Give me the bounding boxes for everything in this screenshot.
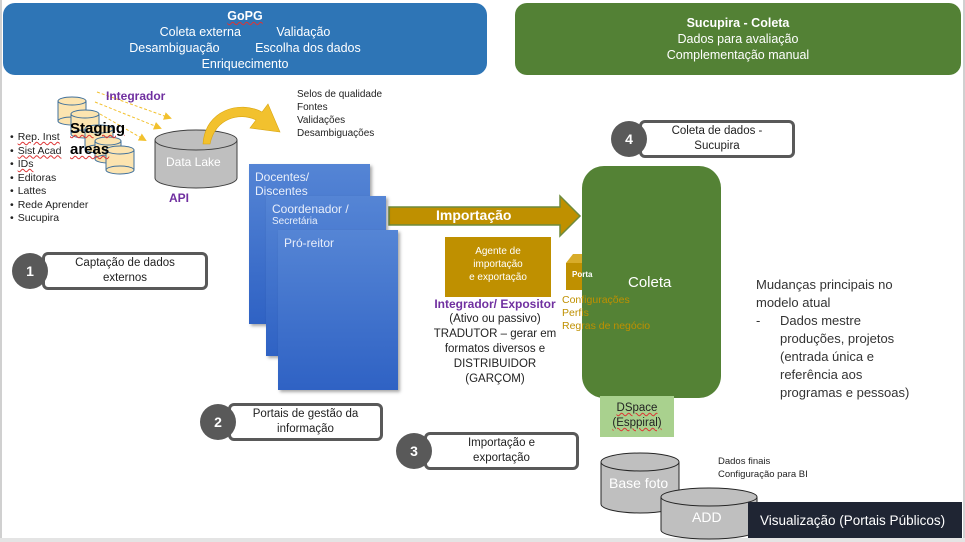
gopg-item: Validação bbox=[276, 25, 331, 39]
source-item: Rep. Inst bbox=[10, 131, 88, 145]
source-item: Lattes bbox=[10, 185, 88, 199]
gopg-item: Desambiguação bbox=[129, 41, 220, 55]
source-item: Editoras bbox=[10, 172, 88, 186]
step-number-badge: 3 bbox=[396, 433, 432, 469]
quality-list: Selos de qualidade Fontes Validações Des… bbox=[297, 88, 382, 140]
step-number-badge: 2 bbox=[200, 404, 236, 440]
final-data-notes: Dados finais Configuração para BI bbox=[718, 456, 808, 480]
gopg-row-1: Coleta externa Validação bbox=[3, 24, 487, 40]
sucupira-title: Sucupira - Coleta bbox=[686, 16, 790, 30]
staging-areas-label: Staging areas bbox=[70, 120, 125, 158]
data-lake-label: Data Lake bbox=[166, 155, 221, 169]
staging-cylinders bbox=[57, 96, 135, 175]
base-foto-cylinder-icon bbox=[600, 452, 680, 514]
add-label: ADD bbox=[692, 509, 722, 525]
porta-label: Porta bbox=[572, 270, 593, 279]
sucupira-line: Dados para avaliação bbox=[677, 32, 799, 46]
quality-item: Selos de qualidade bbox=[297, 89, 383, 100]
agent-box: Agente de importação e exportação bbox=[445, 237, 551, 297]
integrador-label: Integrador bbox=[106, 89, 166, 103]
api-label: API bbox=[169, 191, 190, 205]
step-number-badge: 1 bbox=[12, 253, 48, 289]
staging-cylinder-icon bbox=[105, 145, 135, 175]
data-lake-icon bbox=[154, 129, 238, 189]
add-cylinder-icon bbox=[660, 487, 758, 540]
agent-description: Integrador/ Expositor (Ativo ou passivo)… bbox=[425, 297, 565, 387]
curved-arrow-icon bbox=[202, 103, 281, 145]
gopg-item: Enriquecimento bbox=[201, 57, 289, 71]
quality-item: Fontes bbox=[297, 102, 328, 113]
gopg-row-2: Desambiguação Escolha dos dados bbox=[3, 40, 487, 56]
portal-card-pro-reitor[interactable]: Pró-reitor bbox=[278, 230, 398, 390]
frame-right-border bbox=[963, 0, 965, 542]
sucupira-line: Complementação manual bbox=[666, 48, 810, 62]
gopg-item: Escolha dos dados bbox=[255, 41, 361, 55]
importacao-label: Importação bbox=[436, 207, 512, 223]
base-foto-label: Base foto bbox=[609, 475, 669, 491]
integrador-arrows bbox=[94, 91, 172, 142]
changes-notes: Mudanças principais no modelo atual - Da… bbox=[756, 277, 910, 400]
source-item: Sucupira bbox=[10, 212, 88, 226]
step-number-badge: 4 bbox=[611, 121, 647, 157]
dspace-box: DSpace (Esppiral) bbox=[600, 396, 674, 437]
source-item: IDs bbox=[10, 158, 88, 172]
visualization-bar[interactable]: Visualização (Portais Públicos) bbox=[748, 502, 962, 538]
agent-role: Integrador/ Expositor bbox=[434, 297, 556, 311]
source-item: Rede Aprender bbox=[10, 199, 89, 213]
coleta-box[interactable] bbox=[582, 166, 721, 398]
frame-left-border bbox=[0, 0, 2, 542]
coleta-label: Coleta bbox=[628, 274, 672, 291]
external-sources-list: Rep. Inst Sist Acad IDs Editoras Lattes … bbox=[10, 131, 89, 226]
source-item: Sist Acad bbox=[10, 145, 88, 159]
porta-config-list: Configurações Perfis Regras de negócio bbox=[562, 294, 651, 332]
frame-bottom-border bbox=[0, 538, 965, 542]
gopg-title: GoPG bbox=[227, 9, 263, 23]
quality-item: Desambiguações bbox=[297, 128, 375, 139]
quality-item: Validações bbox=[297, 115, 346, 126]
gopg-banner: GoPG Coleta externa Validação Desambigua… bbox=[3, 3, 487, 75]
importacao-arrow bbox=[388, 194, 582, 238]
gopg-item: Coleta externa bbox=[159, 25, 241, 39]
sucupira-banner: Sucupira - Coleta Dados para avaliação C… bbox=[515, 3, 961, 75]
